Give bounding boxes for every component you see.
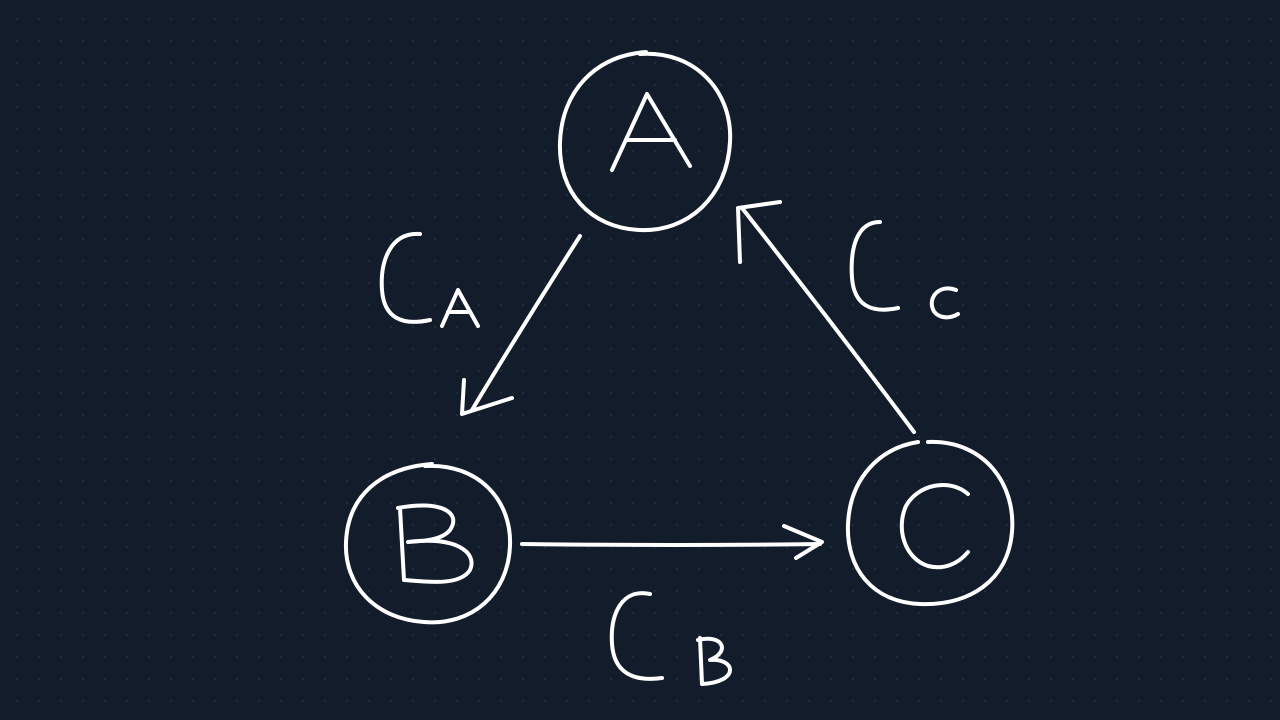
node-b-letter-glyph (396, 503, 474, 584)
node-b[interactable]: B (0, 0, 513, 625)
edge-c-to-a[interactable]: C C (0, 0, 960, 434)
edge-c-to-a-arrowhead (736, 200, 782, 264)
edge-a-to-b[interactable]: C A (0, 0, 582, 416)
edge-b-to-c-label-glyph (609, 591, 732, 686)
edge-b-to-c-arrowhead (782, 524, 824, 560)
node-c[interactable]: C (0, 0, 1015, 607)
node-a[interactable]: A (0, 0, 733, 233)
node-c-circle (845, 439, 1015, 607)
node-a-circle (557, 50, 733, 233)
node-b-circle (343, 462, 513, 625)
edge-b-to-c[interactable]: C B (0, 0, 824, 686)
edge-a-to-b-label-glyph (379, 231, 480, 328)
edge-b-to-c-line (520, 542, 822, 547)
node-c-letter-glyph (899, 482, 970, 570)
node-a-letter-glyph (610, 92, 692, 172)
edge-a-to-b-line (470, 234, 582, 412)
edge-a-to-b-arrowhead (460, 378, 514, 416)
edge-c-to-a-label-glyph (849, 220, 960, 320)
edge-c-to-a-label: C C (0, 0, 2, 1)
edge-c-to-a-label-sub: C (1, 0, 2, 1)
edge-c-to-a-line (740, 206, 916, 434)
